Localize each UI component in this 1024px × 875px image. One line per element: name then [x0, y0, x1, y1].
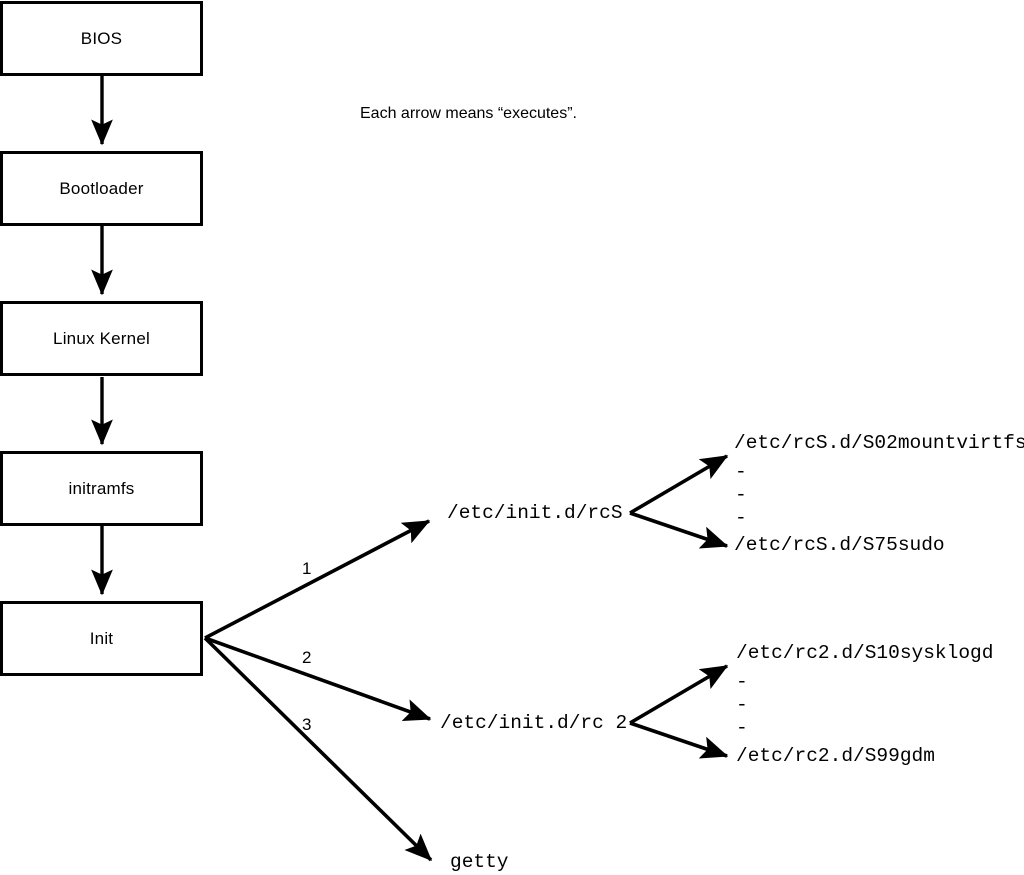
label-rcS-first-script: /etc/rcS.d/S02mountvirtfs — [734, 432, 1024, 454]
arrow-rc2-to-first-script — [629, 664, 729, 725]
rcS-ellipsis-dash-3: - — [735, 507, 747, 529]
rc2-ellipsis-dash-1: - — [736, 671, 748, 693]
node-bios-label: BIOS — [80, 28, 123, 48]
rcS-ellipsis-dash-2: - — [735, 484, 747, 506]
label-rc2-last-script: /etc/rc2.d/S99gdm — [736, 745, 935, 767]
arrow-rcS-to-first-script — [629, 454, 729, 515]
label-rc2-first-script: /etc/rc2.d/S10sysklogd — [736, 642, 994, 664]
rc2-ellipsis-dash-2: - — [736, 694, 748, 716]
legend-note: Each arrow means “executes”. — [360, 105, 577, 122]
arrow-init-to-getty — [203, 636, 433, 862]
rcS-ellipsis-dash-1: - — [735, 461, 747, 483]
label-rcS-last-script: /etc/rcS.d/S75sudo — [734, 534, 945, 556]
node-initramfs-label: initramfs — [68, 478, 135, 498]
arrow-init-to-rc2 — [204, 636, 432, 722]
edge-number-1: 1 — [302, 559, 312, 578]
edge-number-3: 3 — [302, 715, 312, 734]
arrow-init-to-rcS — [204, 519, 431, 640]
node-initramfs: initramfs — [0, 451, 203, 526]
node-bios: BIOS — [0, 1, 203, 76]
node-init: Init — [0, 601, 203, 676]
node-init-label: Init — [89, 628, 114, 648]
label-getty: getty — [450, 851, 509, 873]
node-linux-kernel-label: Linux Kernel — [53, 328, 150, 348]
rc2-ellipsis-dash-3: - — [736, 717, 748, 739]
label-init-d-rc2: /etc/init.d/rc 2 — [440, 712, 628, 734]
edge-number-2: 2 — [302, 648, 312, 667]
node-bootloader-label: Bootloader — [59, 178, 144, 198]
arrow-rc2-to-last-script — [629, 721, 729, 759]
node-linux-kernel: Linux Kernel — [0, 301, 203, 376]
node-bootloader: Bootloader — [0, 151, 203, 226]
label-init-d-rcS: /etc/init.d/rcS — [447, 502, 623, 524]
arrow-rcS-to-last-script — [629, 511, 729, 549]
